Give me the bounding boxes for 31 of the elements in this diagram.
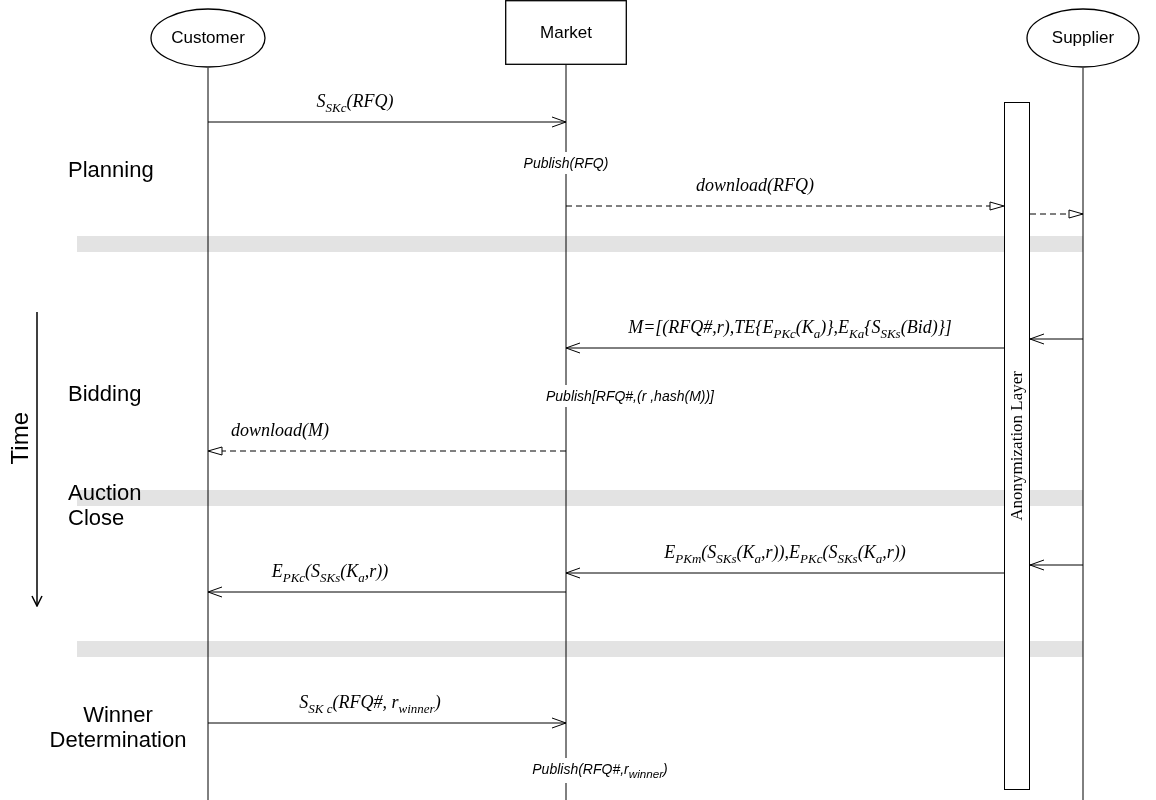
arrow <box>207 586 567 598</box>
layer-label: Anonymization Layer <box>1007 371 1027 521</box>
actor-with-lifeline <box>1026 8 1140 800</box>
edge-label: download(RFQ) <box>696 176 814 196</box>
edge-label: M=[(RFQ#,r),TE{E$_{PKc}$(K$_{a}$)},E$_{Ka}${S$_{SKs}$(Bid)}] <box>628 318 952 341</box>
arrow <box>565 342 1005 354</box>
phase-label: Winner Determination <box>48 702 188 752</box>
layer-bar <box>1004 102 1030 790</box>
edge-label: download(M) <box>231 421 329 441</box>
arrow <box>1029 333 1084 345</box>
dashed-arrow <box>207 446 567 456</box>
edge-label: E$_{PKm}$(S$_{SKs}$(K$_{a}$,r)),E$_{PKc}$(S$_{SKs}$(K$_{a}$,r)) <box>664 543 906 566</box>
dashed-arrow <box>565 201 1005 211</box>
edge-label: S$_{SKc}$(RFQ) <box>316 92 394 115</box>
phase-label: Bidding <box>68 381 142 406</box>
arrow <box>207 717 567 729</box>
phase-label: Planning <box>68 157 154 182</box>
note-label: Publish(RFQ) <box>521 152 611 174</box>
arrow <box>207 116 567 128</box>
actor-name: Market <box>539 22 593 43</box>
edge-label: E$_{PKc}$(S$_{SKs}$(K$_{a}$,r)) <box>271 562 389 585</box>
actor-name: Customer <box>170 28 246 48</box>
actor-name: Supplier <box>1050 28 1116 48</box>
arrow <box>565 567 1005 579</box>
edge-label: S$_{SK c}$(RFQ#, r$_{winner}$) <box>299 693 441 716</box>
note-label: Publish(RFQ#,r$_{winner}$) <box>530 758 670 783</box>
arrow <box>1029 559 1084 571</box>
note-label: Publish[RFQ#,(r ,hash(M))] <box>544 385 716 407</box>
phase-label: Auction Close <box>68 480 143 530</box>
dashed-arrow <box>1029 209 1084 219</box>
axis-label: Time <box>6 412 34 465</box>
